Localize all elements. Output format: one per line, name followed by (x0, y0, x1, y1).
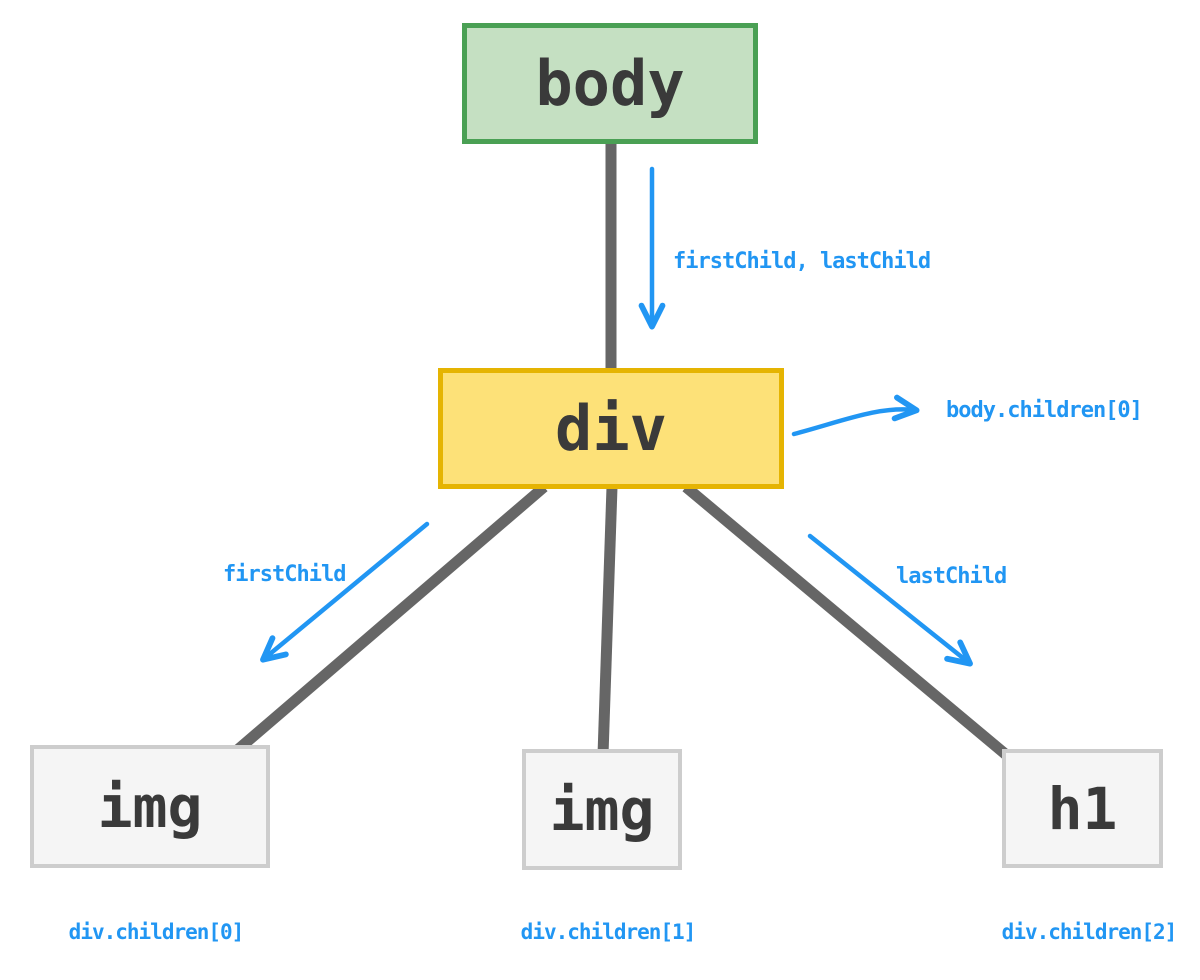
arrow-body-children0-icon (791, 394, 920, 437)
label-body-children-0: body.children[0] (946, 398, 1143, 423)
label-div-children-0: div.children[0] (68, 920, 245, 944)
edge-div-child2 (682, 482, 1014, 763)
label-firstchild: firstChild (223, 562, 346, 587)
node-h1: h1 (1002, 749, 1163, 868)
node-img-second: img (522, 749, 682, 870)
edge-div-child0 (231, 482, 548, 757)
arrow-firstchild-icon (260, 521, 430, 663)
node-img-first: img (30, 745, 270, 868)
label-div-children-2: div.children[2] (1001, 920, 1178, 944)
edge-div-child1 (597, 486, 618, 756)
label-div-children-1: div.children[1] (520, 920, 697, 944)
label-firstchild-lastchild: firstChild, lastChild (673, 249, 931, 274)
node-body: body (462, 23, 758, 144)
node-div: div (438, 368, 784, 489)
arrow-lastchild-icon (807, 533, 973, 667)
label-lastchild: lastChild (896, 564, 1007, 589)
